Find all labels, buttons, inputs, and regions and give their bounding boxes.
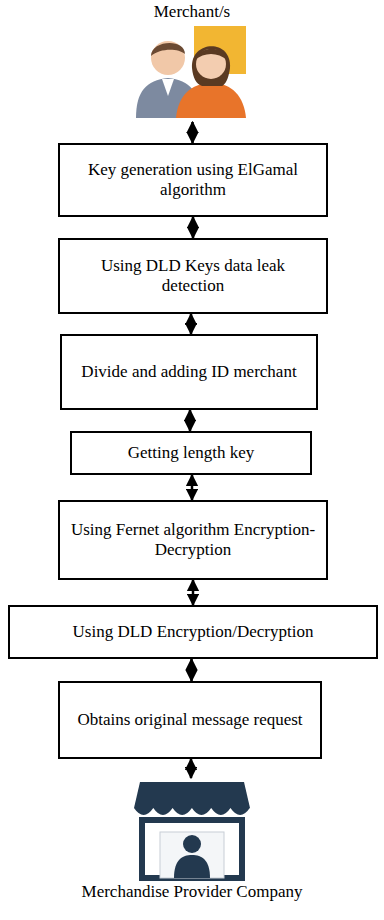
shop-illustration bbox=[130, 778, 254, 882]
double-arrow bbox=[192, 217, 195, 238]
merchant-icon: Merchant/s bbox=[92, 2, 292, 122]
box-label: Divide and adding ID merchant bbox=[81, 362, 296, 382]
double-arrow bbox=[191, 122, 194, 143]
process-box: Getting length key bbox=[70, 431, 312, 475]
double-arrow bbox=[192, 580, 195, 605]
process-box: Using DLD Keys data leak detection bbox=[58, 238, 328, 314]
merchant-illustration bbox=[132, 22, 252, 118]
box-label: Obtains original message request bbox=[77, 710, 302, 730]
process-box: Divide and adding ID merchant bbox=[60, 334, 318, 410]
box-label: Getting length key bbox=[128, 443, 255, 463]
double-arrow bbox=[190, 314, 193, 334]
double-arrow bbox=[191, 475, 194, 500]
company-icon: Merchandise Provider Company bbox=[62, 778, 322, 914]
double-arrow bbox=[189, 410, 192, 431]
icon-caption: Merchant/s bbox=[154, 2, 230, 22]
process-box: Using Fernet algorithm Encryption-Decryp… bbox=[58, 500, 328, 580]
icon-caption: Merchandise Provider Company bbox=[82, 882, 303, 902]
box-label: Using Fernet algorithm Encryption-Decryp… bbox=[68, 520, 318, 561]
box-label: Using DLD Keys data leak detection bbox=[68, 256, 318, 297]
box-label: Key generation using ElGamal algorithm bbox=[68, 160, 318, 201]
box-label: Using DLD Encryption/Decryption bbox=[73, 622, 314, 642]
double-arrow bbox=[190, 759, 193, 778]
process-box: Using DLD Encryption/Decryption bbox=[8, 605, 378, 659]
process-box: Key generation using ElGamal algorithm bbox=[58, 143, 328, 217]
process-box: Obtains original message request bbox=[58, 681, 322, 759]
double-arrow bbox=[190, 659, 193, 681]
